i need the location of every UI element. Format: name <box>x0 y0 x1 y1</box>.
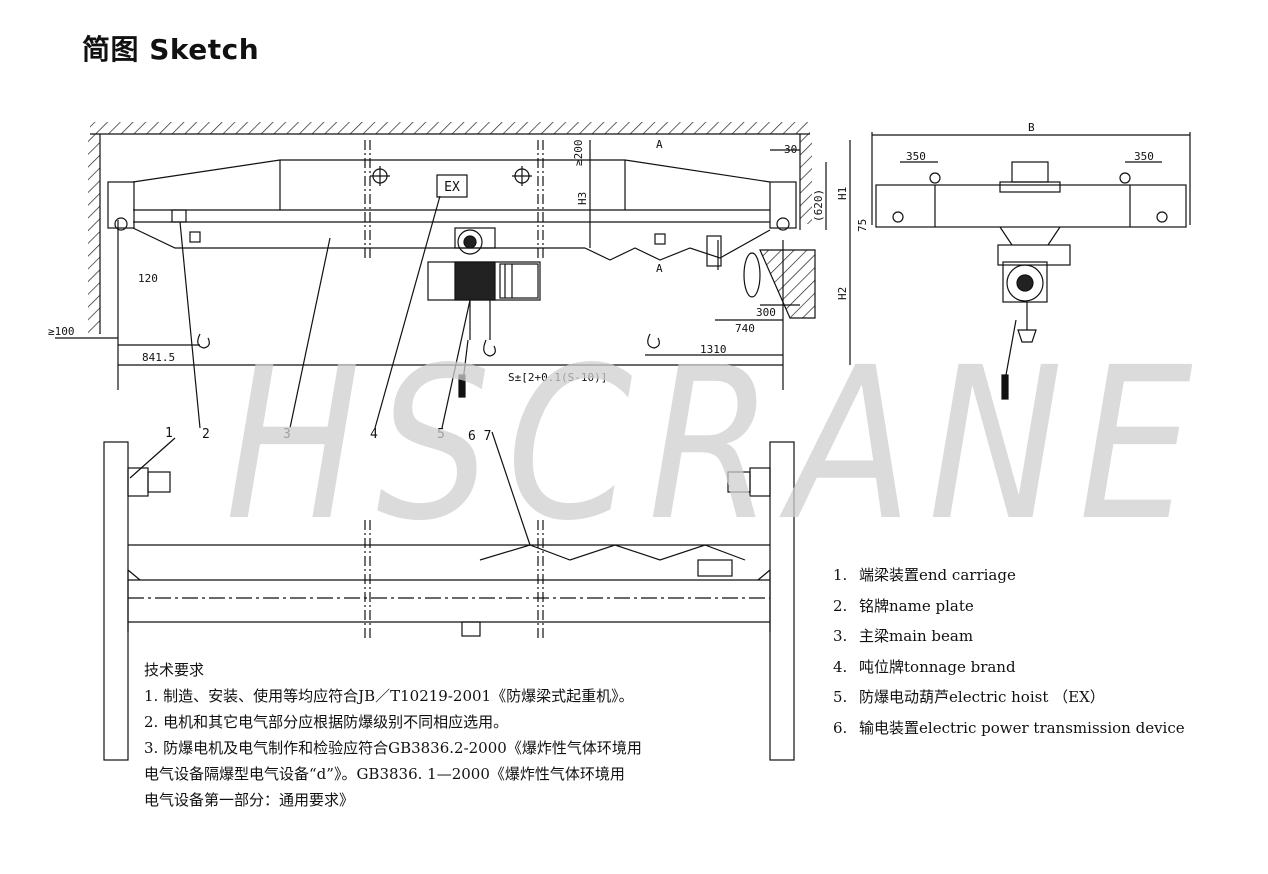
main-girder-top <box>132 159 771 183</box>
dim-350-left: 350 <box>906 150 926 163</box>
callout-4: 4 <box>370 427 378 442</box>
dim-30: 30 <box>784 143 797 156</box>
dim-740: 740 <box>735 322 755 335</box>
dim-h1: H1 <box>836 187 849 200</box>
callout-2: 2 <box>202 427 210 442</box>
name-plate-ex <box>436 174 468 198</box>
dim-841-5: 841.5 <box>142 351 175 364</box>
plan-end-carriage-left <box>103 441 129 761</box>
dim-100: ≥100 <box>48 325 75 338</box>
left-wall-hatch <box>88 134 100 334</box>
legend-item-2: 2.铭牌name plate <box>833 596 974 615</box>
parts-legend: 1.端梁装置end carriage 2.铭牌name plate 3.主梁ma… <box>833 560 1253 743</box>
dim-h2: H2 <box>836 287 849 300</box>
main-girder-bottom <box>132 227 585 249</box>
legend-item-5: 5.防爆电动葫芦electric hoist （EX） <box>833 688 1105 706</box>
dim-b: B <box>1028 121 1035 134</box>
callout-3: 3 <box>283 427 291 442</box>
requirements-title: 技术要求 <box>144 661 205 679</box>
legend-item-3: 3.主梁main beam <box>833 627 974 645</box>
legend-item-6: 6.输电装置electric power transmission device <box>833 718 1185 737</box>
section-mark-bottom: A <box>656 262 663 275</box>
legend-item-1: 1.端梁装置end carriage <box>833 566 1016 584</box>
name-plate-label: EX <box>444 180 460 195</box>
dim-h3: H3 <box>576 192 589 205</box>
callout-6-7: 6 7 <box>468 429 491 444</box>
dim-300: 300 <box>756 306 776 319</box>
ceiling-hatch <box>90 122 810 134</box>
dim-1310: 1310 <box>700 343 727 356</box>
dim-span: S±[2+0.1(S-10)] <box>508 371 607 384</box>
rail-corbel <box>759 249 816 319</box>
technical-requirements: 技术要求 1. 制造、安装、使用等均应符合JB／T10219-2001《防爆梁式… <box>144 657 784 813</box>
requirement-line: 电气设备第一部分：通用要求》 <box>144 791 355 809</box>
callout-1: 1 <box>165 426 173 441</box>
requirement-line: 1. 制造、安装、使用等均应符合JB／T10219-2001《防爆梁式起重机》。 <box>144 687 634 705</box>
legend-item-4: 4.吨位牌tonnage brand <box>833 657 1016 676</box>
dim-620: (620) <box>812 189 825 222</box>
explosion-proof-hoist <box>427 227 541 398</box>
page-title: 简图 Sketch <box>82 33 260 66</box>
requirement-line: 电气设备隔爆型电气设备“d”》。GB3836. 1—2000《爆炸性气体环境用 <box>144 765 625 783</box>
dim-200: ≥200 <box>572 140 585 167</box>
requirement-line: 2. 电机和其它电气部分应根据防爆级别不同相应选用。 <box>144 713 509 731</box>
dim-120: 120 <box>138 272 158 285</box>
requirement-line: 3. 防爆电机及电气制作和检验应符合GB3836.2-2000《爆炸性气体环境用 <box>144 739 642 757</box>
right-wall-hatch <box>800 134 812 224</box>
callout-5: 5 <box>437 427 445 442</box>
dim-350-right: 350 <box>1134 150 1154 163</box>
section-mark-top: A <box>656 138 663 151</box>
side-view-end-carriage <box>875 184 1187 228</box>
dim-75: 75 <box>856 219 869 232</box>
